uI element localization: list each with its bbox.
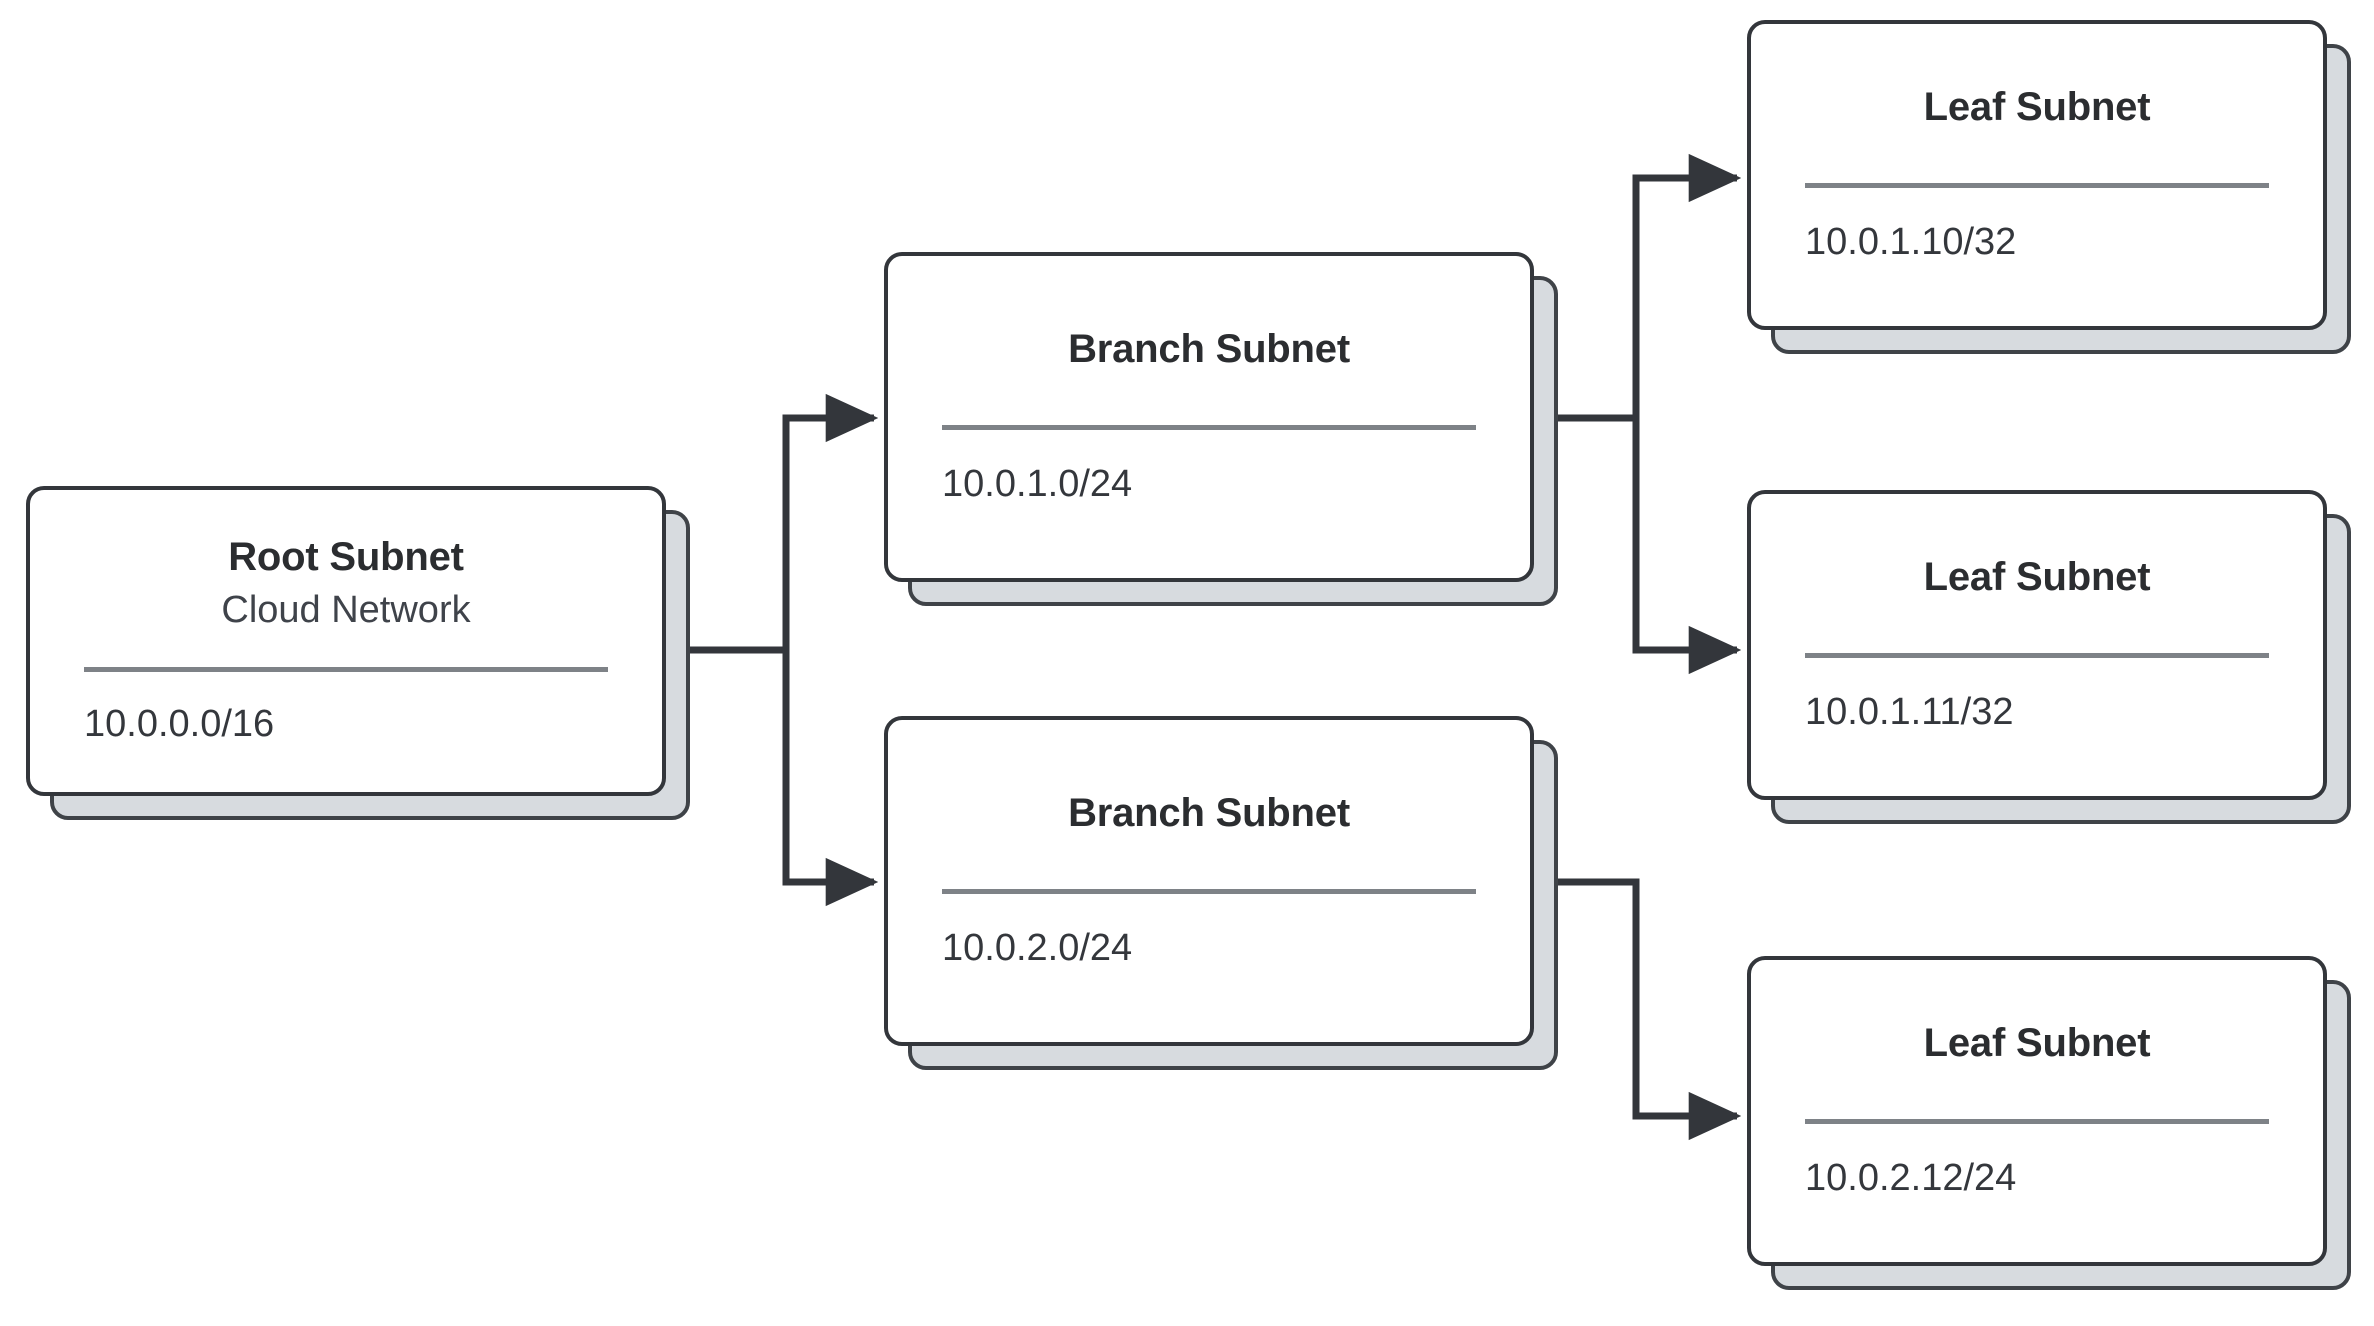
edge-branch-1-to-leaf-1 <box>1535 153 1742 422</box>
node-title: Leaf Subnet <box>1923 85 2151 130</box>
card-body: Branch Subnet 10.0.2.0/24 <box>884 716 1534 1046</box>
card-body: Leaf Subnet 10.0.1.10/32 <box>1747 20 2327 330</box>
node-address: 10.0.2.12/24 <box>1805 1157 2017 1200</box>
node-divider <box>84 667 608 673</box>
node-branch-subnet-1[interactable]: Branch Subnet 10.0.1.0/24 <box>884 252 1558 606</box>
edge-root-to-branch-2 <box>688 646 879 907</box>
node-divider <box>942 889 1476 895</box>
node-address: 10.0.2.0/24 <box>942 927 1133 970</box>
edge-branch-1-to-leaf-2 <box>1535 414 1742 675</box>
edge-branch-2-to-leaf-3 <box>1535 878 1742 1141</box>
card-body: Leaf Subnet 10.0.2.12/24 <box>1747 956 2327 1266</box>
node-divider <box>1805 1119 2269 1125</box>
node-title: Branch Subnet <box>1068 791 1350 836</box>
node-address: 10.0.1.11/32 <box>1805 691 2014 734</box>
node-root-subnet[interactable]: Root Subnet Cloud Network 10.0.0.0/16 <box>26 486 690 820</box>
edge-root-to-branch-1 <box>688 393 879 654</box>
node-address: 10.0.0.0/16 <box>84 703 275 746</box>
card-body: Branch Subnet 10.0.1.0/24 <box>884 252 1534 582</box>
node-divider <box>1805 183 2269 189</box>
node-leaf-subnet-3[interactable]: Leaf Subnet 10.0.2.12/24 <box>1747 956 2351 1290</box>
node-title: Leaf Subnet <box>1923 1021 2151 1066</box>
card-body: Leaf Subnet 10.0.1.11/32 <box>1747 490 2327 800</box>
node-title: Branch Subnet <box>1068 327 1350 372</box>
card-body: Root Subnet Cloud Network 10.0.0.0/16 <box>26 486 666 796</box>
node-divider <box>942 425 1476 431</box>
node-subtitle: Cloud Network <box>221 588 471 631</box>
node-address: 10.0.1.0/24 <box>942 463 1133 506</box>
node-title: Leaf Subnet <box>1923 555 2151 600</box>
node-leaf-subnet-2[interactable]: Leaf Subnet 10.0.1.11/32 <box>1747 490 2351 824</box>
node-address: 10.0.1.10/32 <box>1805 221 2017 264</box>
node-title: Root Subnet <box>228 535 464 580</box>
node-leaf-subnet-1[interactable]: Leaf Subnet 10.0.1.10/32 <box>1747 20 2351 354</box>
node-branch-subnet-2[interactable]: Branch Subnet 10.0.2.0/24 <box>884 716 1558 1070</box>
node-divider <box>1805 653 2269 659</box>
